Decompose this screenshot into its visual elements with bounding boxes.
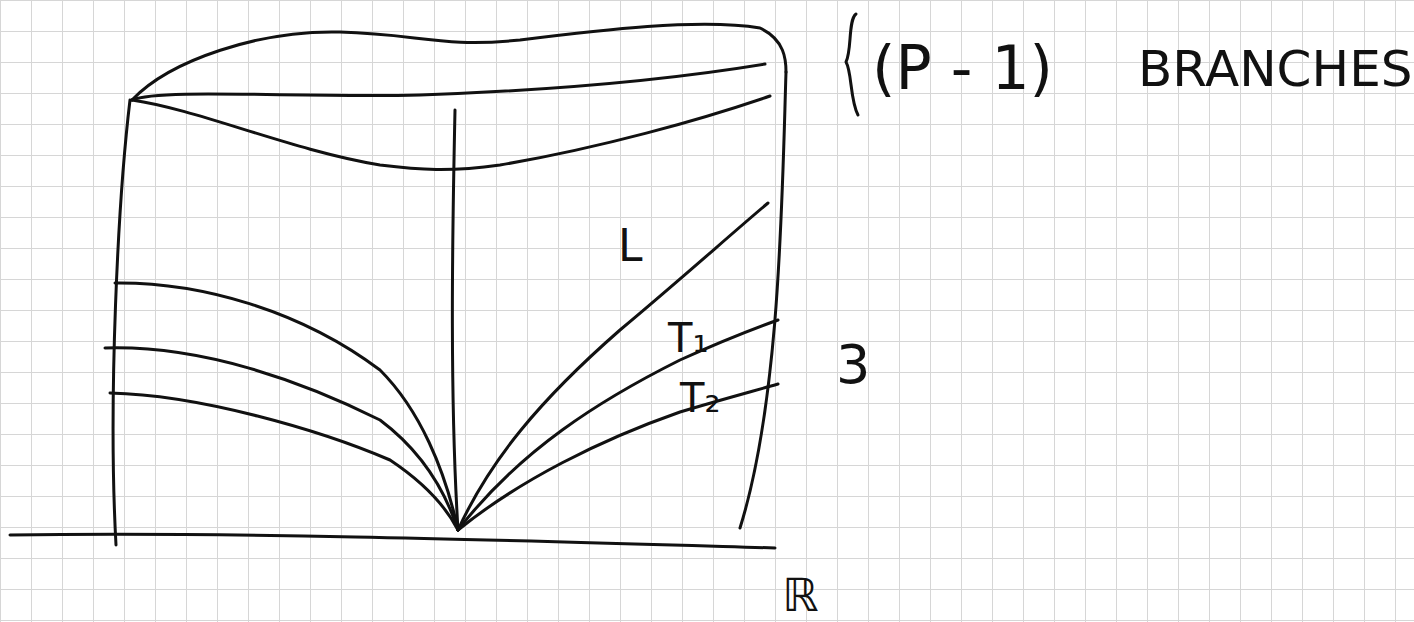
middle-edge	[452, 110, 458, 530]
left-edge	[113, 100, 130, 545]
curve-label: 3	[836, 338, 870, 392]
branch-curve	[458, 320, 778, 530]
curve-label: T₂	[680, 378, 720, 418]
branch-curve	[458, 203, 768, 530]
branch-curve	[110, 393, 458, 530]
top-sheet	[132, 96, 770, 170]
annotation-text: (P - 1)	[872, 38, 1053, 98]
annotation-text: BRANCHES	[1138, 44, 1412, 94]
top-sheet	[132, 24, 786, 100]
branch-curve	[115, 283, 458, 530]
branch-curve	[458, 384, 778, 530]
base-line	[10, 534, 775, 548]
curve-label: T₁	[668, 318, 708, 358]
curly-brace	[846, 14, 858, 115]
branch-curve	[105, 348, 458, 530]
axis-label: ℝ	[782, 572, 818, 618]
top-sheet	[132, 64, 765, 100]
curve-label: L	[618, 224, 643, 268]
right-edge	[740, 72, 786, 528]
